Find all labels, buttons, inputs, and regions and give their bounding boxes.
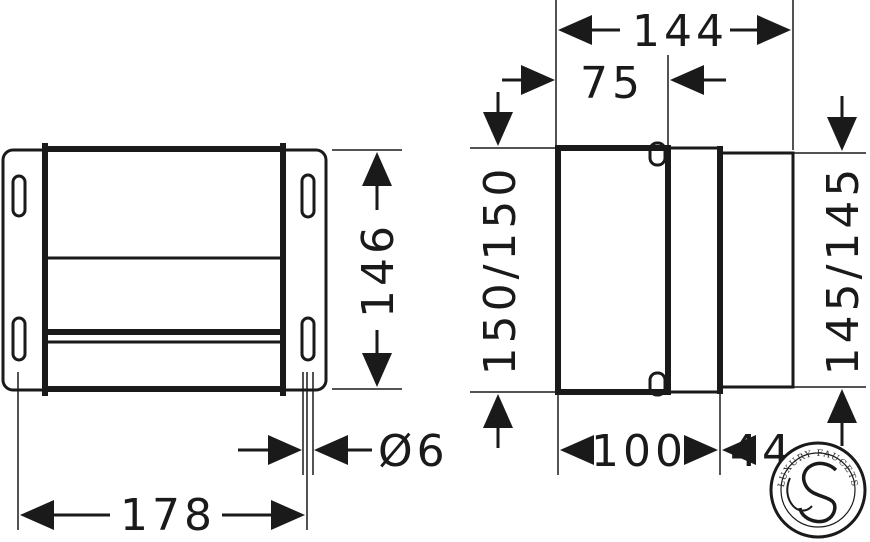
mounting-slot [300, 173, 316, 219]
dim-label-hole-diameter: Ø6 [378, 426, 449, 477]
dim-side-total-width: 144 [555, 0, 794, 150]
mounting-slot [11, 316, 27, 362]
side-view [555, 141, 795, 397]
dim-label-side-left-height: 150/150 [475, 165, 526, 376]
dim-label-side-right-height: 145/145 [818, 165, 869, 376]
dim-front-height: 146 [332, 149, 404, 390]
side-pivot [648, 141, 667, 167]
front-view [1, 143, 328, 396]
dim-side-offset: 75 [502, 55, 726, 148]
mounting-slot [11, 174, 27, 218]
dim-front-width: 178 [17, 372, 308, 541]
dim-label-front-height: 146 [353, 222, 404, 318]
dim-side-right-height: 145/145 [793, 96, 869, 446]
side-main-body [555, 145, 671, 395]
dim-label-front-width: 178 [120, 490, 216, 541]
watermark-seal: LUXURY FAUCETS [769, 441, 867, 539]
dim-label-side-offset: 75 [580, 58, 644, 109]
watermark-logo-icon [798, 461, 838, 524]
dim-side-left-height: 150/150 [470, 92, 556, 448]
side-pivot [648, 371, 667, 397]
side-right-section [718, 151, 795, 389]
front-mounting-plate [1, 148, 328, 392]
side-middle-section [666, 146, 722, 394]
mounting-slot [300, 316, 316, 362]
dim-label-side-width-a: 100 [591, 426, 687, 477]
dim-label-side-total-width: 144 [632, 6, 728, 57]
dim-hole-diameter: Ø6 [238, 372, 449, 477]
dim-side-bottom-widths: 100 44 [557, 392, 790, 477]
front-box-frame [42, 146, 286, 392]
